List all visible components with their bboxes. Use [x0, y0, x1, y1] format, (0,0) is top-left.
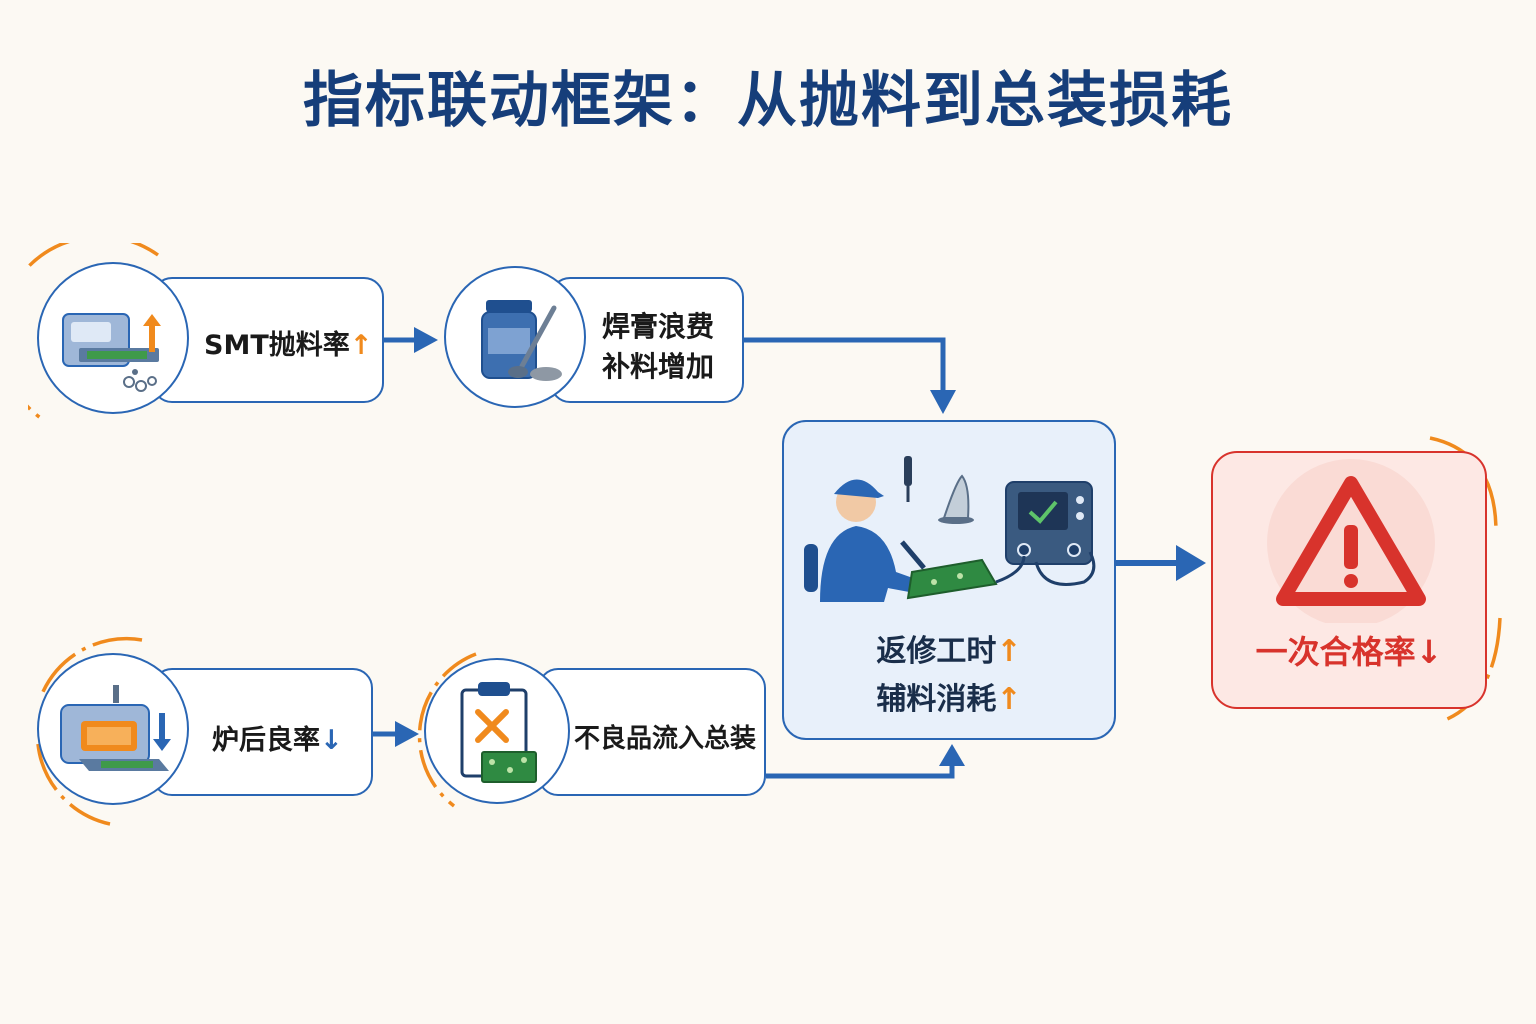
- oven-label-text: 炉后良率: [212, 725, 320, 756]
- up-arrow-icon: ↑: [349, 330, 373, 361]
- rework-line-1-text: 返修工时: [876, 634, 997, 669]
- oven-card: 炉后良率↓: [152, 668, 373, 796]
- rework-line-2: 辅料消耗↑: [784, 674, 1114, 718]
- rework-line-1: 返修工时↑: [784, 626, 1114, 670]
- up-arrow-icon: ↑: [996, 634, 1022, 669]
- rework-card: 返修工时↑ 辅料消耗↑: [782, 420, 1116, 740]
- result-label: 一次合格率↓: [1213, 627, 1485, 673]
- rejected-board-clipboard-icon: [460, 682, 537, 783]
- oven-label: 炉后良率↓: [212, 718, 343, 757]
- reflow-oven-icon: [60, 685, 171, 771]
- paste-line-2: 补料增加: [602, 350, 715, 383]
- arrow-oven-to-defect: [373, 721, 419, 747]
- defect-card: 不良品流入总装: [538, 668, 766, 796]
- smt-machine-icon: [62, 313, 161, 392]
- defect-icon-circle: [424, 658, 570, 804]
- paste-icon-circle: [444, 266, 586, 408]
- page-title: 指标联动框架：从抛料到总装损耗: [303, 66, 1233, 136]
- rework-line-2-text: 辅料消耗: [876, 682, 997, 717]
- smt-label: SMT抛料率↑: [204, 323, 372, 362]
- arrow-rework-to-result: [1116, 545, 1206, 581]
- arrow-smt-to-paste: [384, 327, 438, 353]
- result-card: 一次合格率↓: [1211, 451, 1487, 709]
- arrow-paste-to-rework: [744, 337, 956, 414]
- down-arrow-icon: ↓: [1415, 633, 1443, 671]
- rework-technician-icon: [804, 456, 1096, 602]
- result-label-text: 一次合格率: [1255, 633, 1416, 671]
- smt-icon-circle: [37, 262, 189, 414]
- down-arrow-icon: ↓: [320, 725, 343, 756]
- arrow-defect-to-rework: [766, 744, 965, 779]
- solder-paste-jar-icon: [481, 300, 562, 381]
- warning-triangle-icon: [1267, 459, 1435, 623]
- paste-line-1: 焊膏浪费: [602, 310, 715, 343]
- smt-label-text: SMT抛料率: [204, 330, 350, 361]
- defect-label: 不良品流入总装: [574, 724, 757, 754]
- smt-card: SMT抛料率↑: [152, 277, 384, 403]
- oven-icon-circle: [37, 653, 189, 805]
- up-arrow-icon: ↑: [996, 682, 1022, 717]
